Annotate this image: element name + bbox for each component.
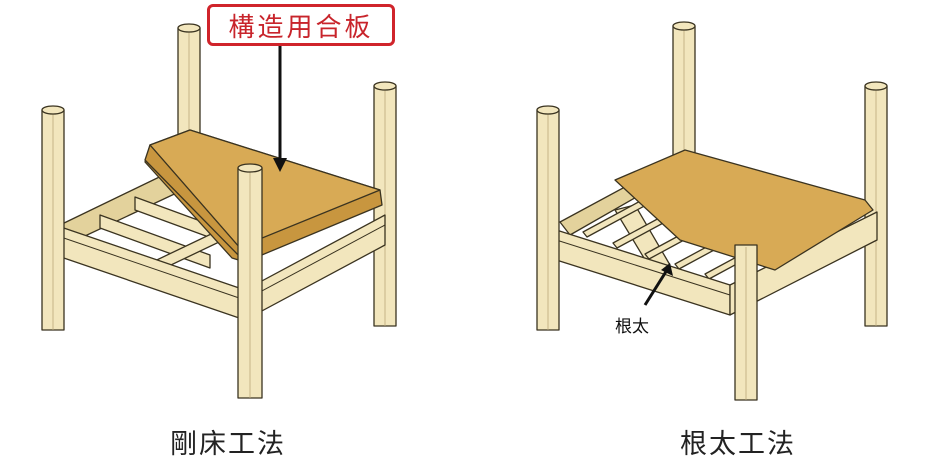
panel-goshou-method: 構造用合板 剛床工法 [41,4,397,460]
left-caption: 剛床工法 [170,429,286,460]
joist-arrow [643,269,669,306]
plywood-callout-label: 構造用合板 [207,4,395,46]
panel-joist-method: 根太 根太工法 [465,0,930,475]
joist-label: 根太 [615,317,649,337]
joist-floor-illustration [536,21,888,401]
rigid-floor-illustration [41,23,397,399]
right-caption: 根太工法 [680,429,796,460]
